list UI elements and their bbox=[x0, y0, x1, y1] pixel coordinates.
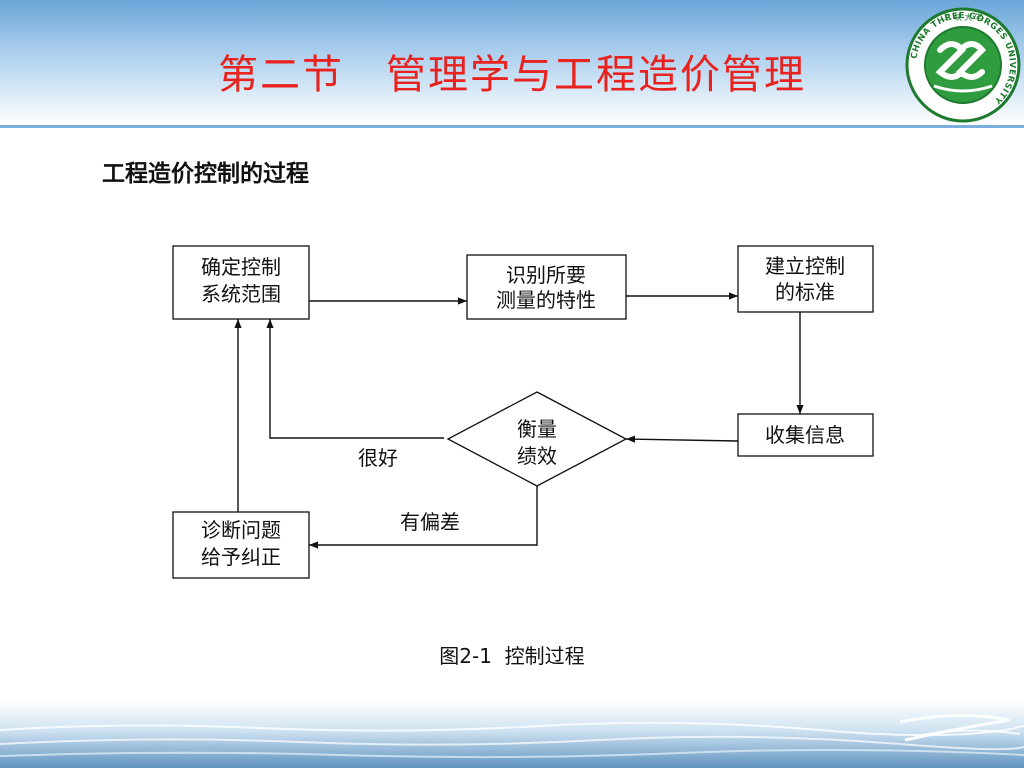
figure-caption: 图2-1 控制过程 bbox=[439, 644, 585, 668]
node-label: 给予纠正 bbox=[201, 545, 281, 569]
node-label: 系统范围 bbox=[201, 282, 281, 306]
header-divider bbox=[0, 125, 1024, 128]
node-label: 识别所要 bbox=[506, 263, 586, 287]
edge-measure-to-scope bbox=[266, 319, 444, 439]
header-banner bbox=[0, 0, 1024, 126]
node-label: 绩效 bbox=[517, 444, 557, 468]
node-label: 诊断问题 bbox=[201, 518, 281, 542]
node-label: 建立控制 bbox=[765, 254, 845, 278]
edge-label-good: 很好 bbox=[358, 446, 398, 470]
node-label: 的标准 bbox=[775, 280, 835, 304]
node-label: 测量的特性 bbox=[496, 288, 596, 312]
node-identify-metrics bbox=[466, 254, 627, 320]
node-collect-info bbox=[737, 413, 874, 457]
slide-title: 第二节 管理学与工程造价管理 bbox=[218, 52, 806, 98]
node-diagnose-correct bbox=[172, 511, 310, 579]
node-label: 收集信息 bbox=[765, 423, 845, 447]
edge-measure-to-diagnose bbox=[309, 486, 538, 549]
node-label: 衡量 bbox=[517, 417, 557, 441]
node-set-standard bbox=[737, 245, 874, 313]
section-heading: 工程造价控制的过程 bbox=[102, 161, 309, 187]
logo-seal-text: 三 峡 大 学 bbox=[943, 12, 983, 22]
edge-collect-to-measure bbox=[625, 435, 739, 443]
edge-label-deviation: 有偏差 bbox=[400, 510, 460, 534]
footer-water-decoration bbox=[0, 700, 1024, 768]
university-logo: CHINA THREE GORGES UNIVERSITY 三 峡 大 学 bbox=[905, 7, 1021, 123]
node-label: 确定控制 bbox=[201, 255, 281, 279]
